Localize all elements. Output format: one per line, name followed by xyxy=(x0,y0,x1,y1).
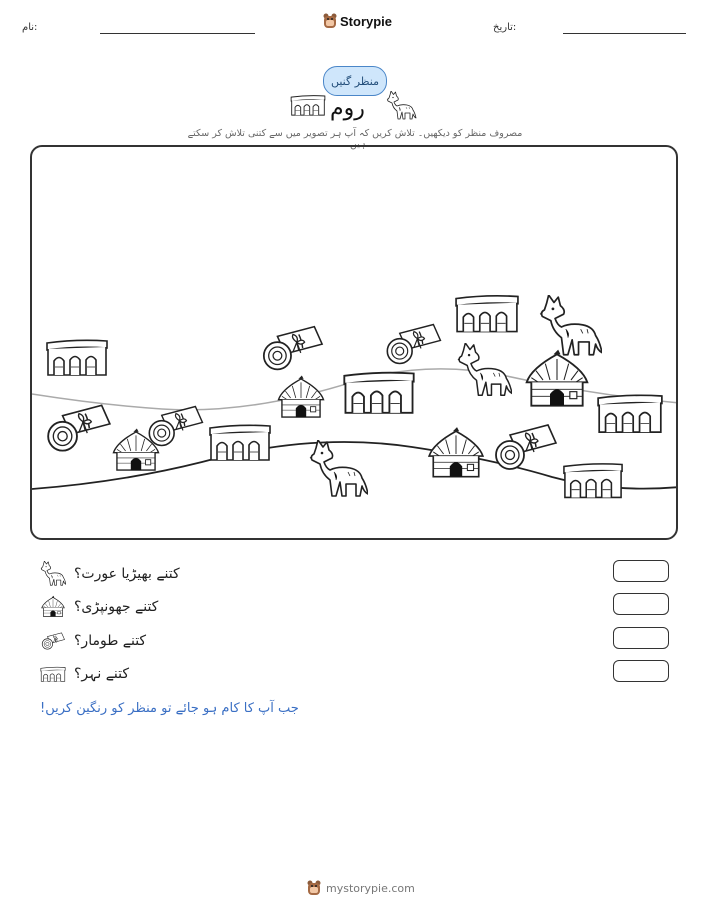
question-row: کتنے نہر؟ xyxy=(40,661,129,687)
hut-icon xyxy=(41,595,65,617)
scene-illustration xyxy=(32,294,676,499)
scroll-icon xyxy=(41,632,66,650)
page-title: روم xyxy=(330,96,365,121)
instructions: مصروف منظر کو دیکھیں۔ تلاش کریں کہ آپ ہر… xyxy=(187,128,523,150)
brand-logo: Storypie xyxy=(323,13,392,29)
scroll-item xyxy=(262,325,324,371)
aqueduct-icon xyxy=(40,666,66,682)
worksheet-badge: منظر گنیں xyxy=(323,66,387,96)
answer-box-wolves[interactable] xyxy=(613,560,669,582)
question-text: کتنے جھونپڑی؟ xyxy=(74,599,159,615)
date-label: تاریخ: xyxy=(493,22,517,33)
answer-box-huts[interactable] xyxy=(613,593,669,615)
wolf-item xyxy=(309,440,368,497)
name-label: نام: xyxy=(22,22,38,33)
answer-box-scrolls[interactable] xyxy=(613,627,669,649)
brand-name: Storypie xyxy=(340,13,393,29)
question-text: کتنے طومار؟ xyxy=(74,633,147,649)
wolf-item xyxy=(457,343,512,397)
wolf-item xyxy=(539,295,602,356)
aqueduct-icon xyxy=(290,95,326,116)
question-row: کتنے بھیڑیا عورت؟ xyxy=(40,561,180,587)
aqueduct-item xyxy=(597,394,663,434)
hut-item xyxy=(428,426,484,478)
footer: mystorypie.com xyxy=(307,880,415,896)
bear-icon xyxy=(323,13,337,28)
aqueduct-item xyxy=(563,462,623,499)
aqueduct-item xyxy=(46,339,108,376)
hut-item xyxy=(277,374,325,418)
question-row: کتنے طومار؟ xyxy=(40,628,146,654)
answer-box-aqueducts[interactable] xyxy=(613,660,669,682)
footer-link[interactable]: mystorypie.com xyxy=(326,881,415,895)
wolf-icon xyxy=(40,561,66,586)
question-row: کتنے جھونپڑی؟ xyxy=(40,594,158,620)
date-field[interactable] xyxy=(563,33,686,34)
question-text: کتنے بھیڑیا عورت؟ xyxy=(74,566,180,582)
aqueduct-item xyxy=(343,371,415,414)
coloring-note: جب آپ کا کام ہو جائے تو منظر کو رنگین کر… xyxy=(40,701,299,716)
scene-panel xyxy=(30,145,678,540)
aqueduct-item xyxy=(455,294,519,333)
scroll-item xyxy=(46,404,112,452)
question-text: کتنے نہر؟ xyxy=(74,666,130,682)
name-field[interactable] xyxy=(100,33,255,34)
scroll-item xyxy=(386,323,442,365)
hut-item xyxy=(525,348,589,407)
scroll-item xyxy=(148,405,204,447)
bear-icon xyxy=(307,880,321,895)
aqueduct-item xyxy=(209,424,271,461)
scroll-item xyxy=(494,423,558,471)
wolf-icon xyxy=(386,91,417,120)
